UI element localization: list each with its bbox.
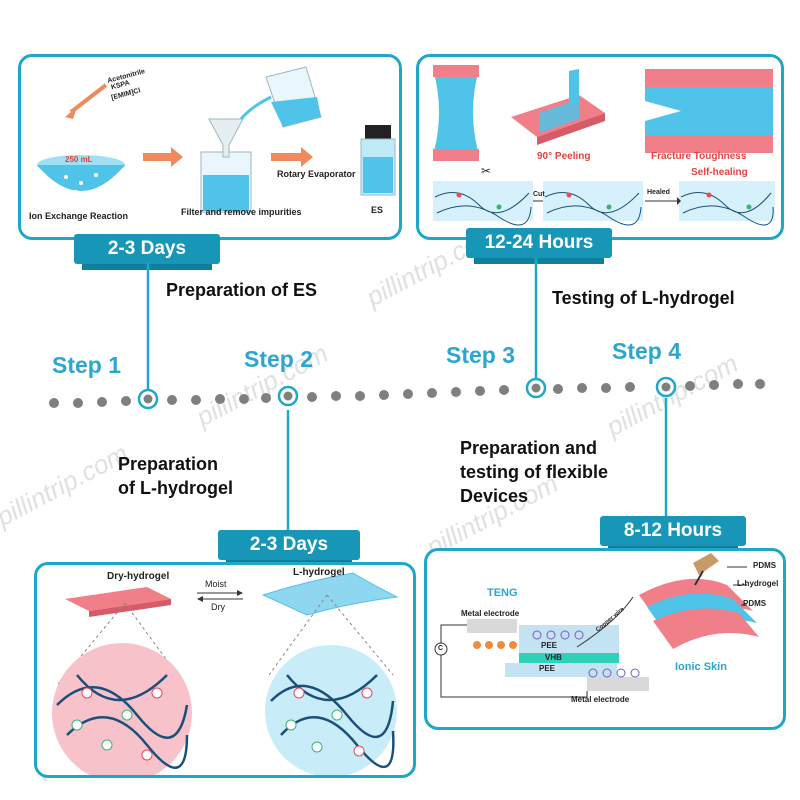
step4-caption-line: Preparation and [460, 438, 598, 458]
pdms-bottom-label: PDMS [743, 599, 767, 608]
step1-duration-badge: 2-3 Days [74, 234, 220, 270]
cut-label: Cut [533, 191, 545, 198]
moist-label: Moist [205, 579, 227, 589]
step3-label: Step 3 [446, 342, 516, 368]
dry-hydrogel-label: Dry-hydrogel [107, 571, 170, 582]
lhydrogel-preparation-panel: Dry-hydrogel L-hydrogel Moist Dry [34, 562, 416, 778]
rotary-label: Rotary Evaporator [277, 169, 356, 179]
step2-caption-line: Preparation [118, 454, 219, 474]
step1-caption: Preparation of ES [166, 280, 318, 300]
ionic-skin-label: Ionic Skin [675, 661, 727, 673]
step2-label: Step 2 [244, 346, 314, 372]
pee-top-label: PEE [541, 641, 558, 650]
step1-label: Step 1 [52, 352, 122, 378]
es-label: ES [371, 205, 384, 215]
ion-exchange-label: Ion Exchange Reaction [29, 211, 129, 221]
step2-caption-line: of L-hydrogel [118, 478, 233, 498]
step4-caption: Preparation and testing of flexible Devi… [460, 436, 608, 508]
lhydrogel-illustration [52, 572, 399, 775]
es-preparation-panel: Acetonitrile KSPA [EMIM]Cl 250 mL Ion Ex… [18, 54, 402, 240]
watermark: pillintrip.com [0, 437, 133, 533]
vhb-label: VHB [545, 653, 562, 662]
healed-label: Healed [647, 189, 670, 196]
lhydrogel-layer-label: L-hydrogel [737, 579, 779, 588]
step2-caption: Preparation of L-hydrogel [118, 452, 233, 500]
selfheal-label: Self-healing [691, 167, 748, 178]
pdms-top-label: PDMS [753, 561, 777, 570]
testing-panel: ✂ 90° Peeling Fracture Toughness Self-he… [416, 54, 784, 240]
circuit-label: C [438, 645, 444, 652]
peeling-label: 90° Peeling [537, 151, 591, 162]
pee-bottom-label: PEE [539, 664, 556, 673]
step3-duration-badge: 12-24 Hours [466, 228, 612, 264]
dry-label: Dry [211, 602, 225, 612]
testing-illustration: ✂ [433, 65, 775, 226]
devices-illustration [434, 553, 759, 698]
step2-duration-badge: 2-3 Days [218, 530, 360, 566]
metal-electrode-top: Metal electrode [461, 609, 520, 618]
es-preparation-illustration [37, 66, 396, 213]
metal-electrode-bottom: Metal electrode [571, 695, 630, 704]
step4-duration-badge: 8-12 Hours [600, 516, 746, 552]
volume-label: 250 mL [65, 155, 93, 164]
filter-label: Filter and remove impurities [181, 207, 302, 217]
devices-panel: TENG Metal electrode PEE VHB PEE Metal e… [424, 548, 786, 730]
lhydrogel-label: L-hydrogel [293, 567, 345, 578]
svg-text:✂: ✂ [481, 164, 491, 178]
teng-label: TENG [487, 587, 518, 599]
fracture-label: Fracture Toughness [651, 151, 747, 162]
step3-caption: Testing of L-hydrogel [552, 288, 735, 308]
step4-caption-line: Devices [460, 486, 529, 506]
step4-label: Step 4 [612, 338, 682, 364]
step4-caption-line: testing of flexible [460, 462, 609, 482]
